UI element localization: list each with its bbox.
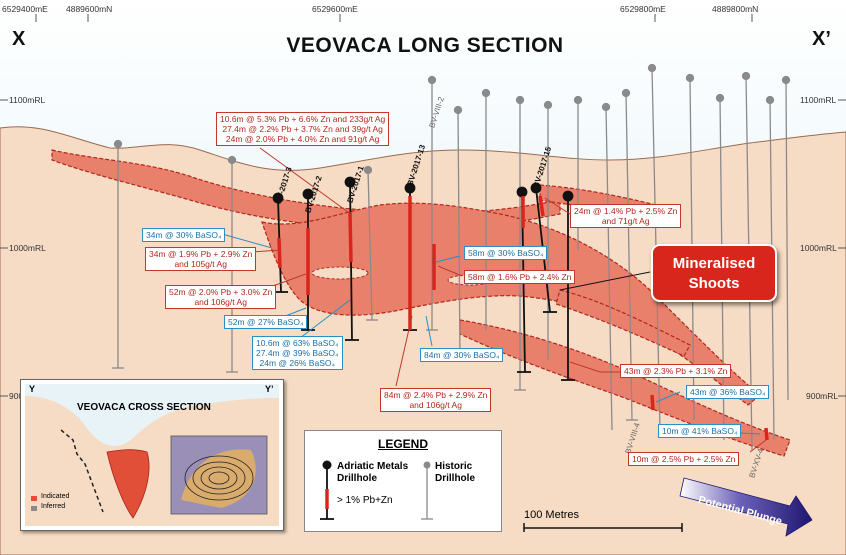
legend-title: LEGEND [377,437,428,451]
scale-label: 100 Metres [524,509,580,521]
inset-end-right: Y’ [265,384,274,394]
baso4-label: 43m @ 36% BaSO₄ [686,385,770,399]
baso4-label: 34m @ 30% BaSO₄ [142,228,226,242]
section-end-left: X [12,28,26,50]
ore-window [311,266,369,280]
coord-left-northing: 4889600mN [66,4,113,14]
baso4-label: 10m @ 41% BaSO₄ [658,424,742,438]
inset-title: VEOVACA CROSS SECTION [77,402,211,413]
baso4-label: 52m @ 27% BaSO₄ [224,315,308,329]
scale-bar [523,523,683,532]
elevation-900-right: 900mRL [806,391,839,401]
grade-intervals [277,195,769,441]
elevation-1100-right: 1100mRL [800,95,837,105]
legend-symbols [320,460,433,520]
ore-lens-main [261,202,761,406]
coordinate-ticks [0,14,846,397]
legend-grade: > 1% Pb+Zn [337,495,393,506]
coord-mid-easting: 6529600mE [312,4,358,14]
coord-right-northing: 4889800mN [712,4,759,14]
inset-cross-section: Y Y’ VEOVACA CROSS SECTION Indicated Inf… [20,379,284,531]
ore-lens-lower [459,319,791,457]
inset-graphic [25,384,279,526]
elevation-1000-left: 1000mRL [9,243,46,253]
inset-end-left: Y [29,384,36,394]
section-end-right: X’ [812,28,831,50]
elevation-1100-left: 1100mRL [9,95,46,105]
intercept-label: 10m @ 2.5% Pb + 2.5% Zn [628,452,740,466]
baso4-label: 58m @ 30% BaSO₄ [464,246,548,260]
figure-title: VEOVACA LONG SECTION [286,34,564,57]
inset-legend-indicated: Indicated [41,493,70,500]
coord-right-easting: 6529800mE [620,4,666,14]
intercept-label: 58m @ 1.6% Pb + 2.4% Zn [464,270,576,284]
plunge-arrow [679,477,813,537]
elevation-1000-right: 1000mRL [800,243,837,253]
inset-legend-inferred: Inferred [41,503,66,510]
coord-left-easting: 6529400mE [2,4,48,14]
ore-lens-east [555,289,691,357]
historic-drillholes [112,63,791,451]
intercept-label: 43m @ 2.3% Pb + 3.1% Zn [620,364,732,378]
elevation-900-left: 900 [9,391,24,401]
baso4-label: 84m @ 30% BaSO₄ [420,348,504,362]
